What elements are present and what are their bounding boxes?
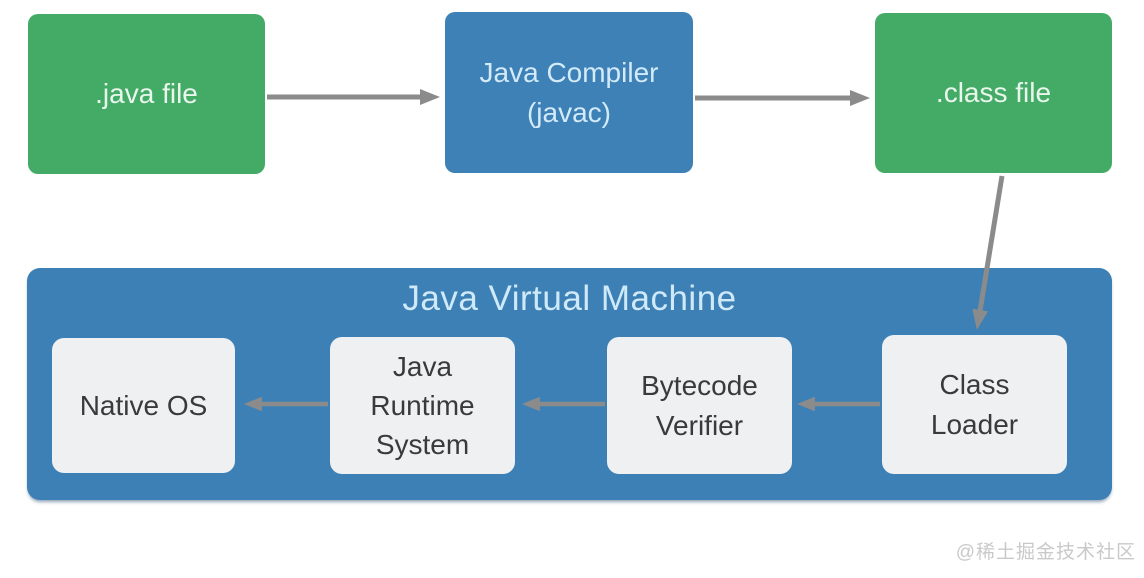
- node-class-loader-label-line2: Loader: [930, 408, 1019, 440]
- node-class-file-label: .class file: [935, 77, 1052, 109]
- node-java-file-label: .java file: [95, 78, 198, 110]
- node-bytecode-verifier-label-line1: Bytecode: [641, 370, 758, 402]
- node-bytecode-verifier: Bytecode Verifier: [607, 337, 792, 474]
- node-bytecode-verifier-label-line2: Verifier: [655, 409, 744, 441]
- node-java-compiler-label-line2: (javac): [526, 96, 611, 128]
- node-java-runtime-system: Java Runtime System: [330, 337, 515, 474]
- node-java-file: .java file: [28, 14, 265, 174]
- node-class-file: .class file: [875, 13, 1112, 173]
- node-native-os: Native OS: [52, 338, 235, 473]
- jvm-container: Java Virtual Machine Native OS Java Runt…: [27, 268, 1112, 500]
- node-java-compiler-label-line1: Java Compiler: [479, 56, 659, 88]
- node-java-runtime-system-label-line3: System: [375, 429, 470, 461]
- node-java-runtime-system-label-line1: Java: [392, 350, 453, 382]
- node-native-os-label: Native OS: [79, 389, 208, 421]
- jvm-title: Java Virtual Machine: [402, 279, 737, 318]
- node-class-loader: Class Loader: [882, 335, 1067, 474]
- watermark: @稀土掘金技术社区: [955, 542, 1136, 563]
- node-class-loader-label-line1: Class: [939, 369, 1010, 401]
- node-java-compiler: Java Compiler (javac): [445, 12, 693, 173]
- node-java-runtime-system-label-line2: Runtime: [370, 389, 475, 421]
